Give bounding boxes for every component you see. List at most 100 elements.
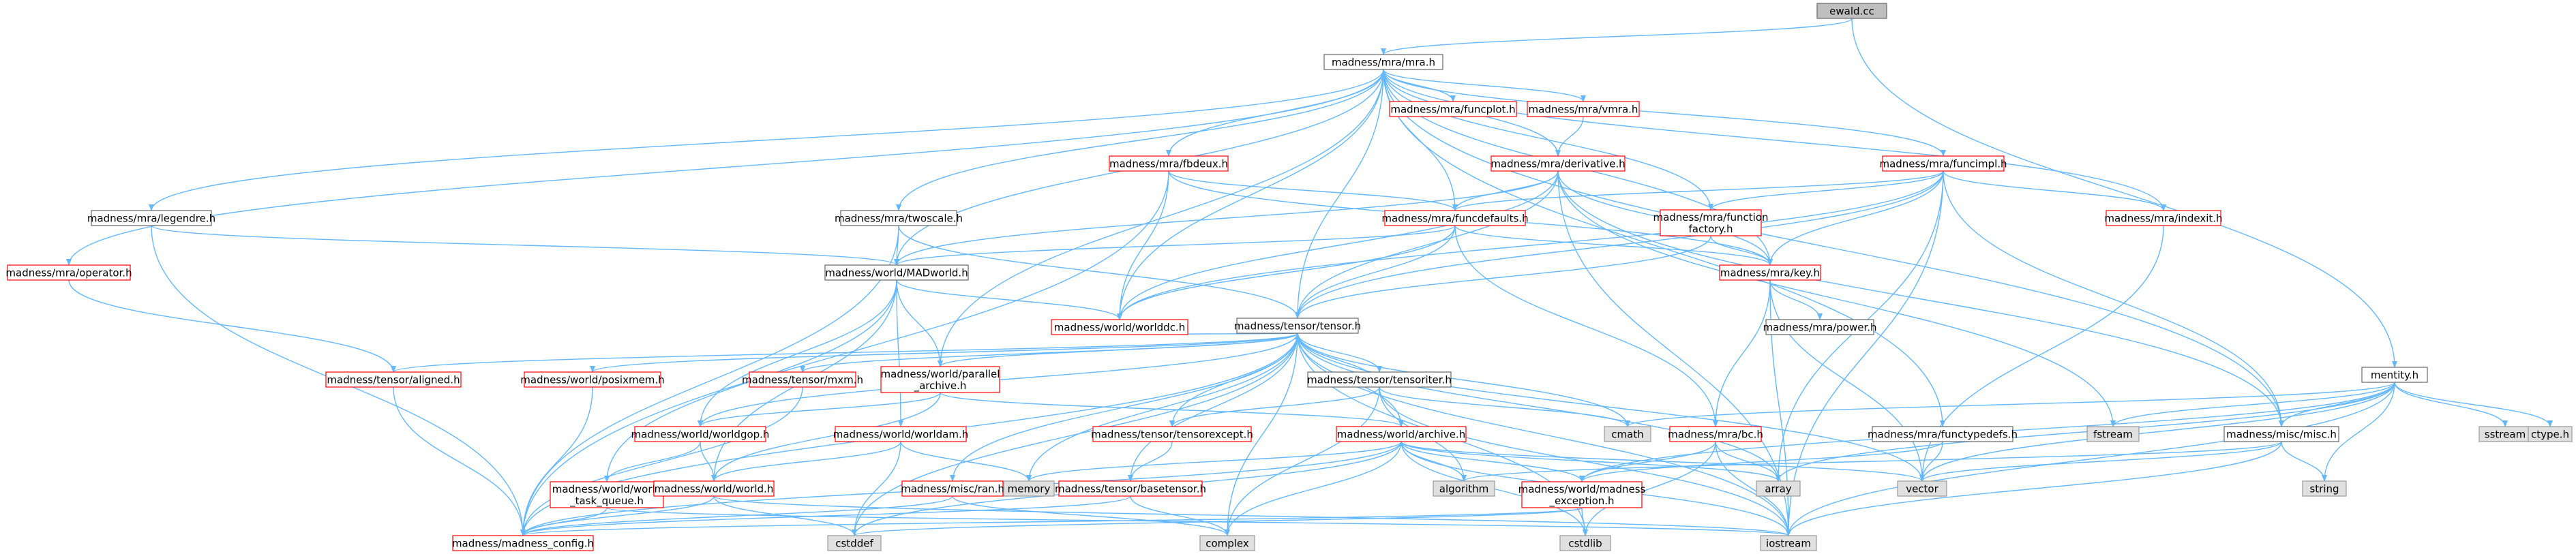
edge-worldgop-to-worldtq (604, 441, 701, 482)
node-ran[interactable]: madness/misc/ran.h (901, 480, 1004, 497)
node-mxm[interactable]: madness/tensor/mxm.h (742, 371, 863, 388)
node-funcdefaults[interactable]: madness/mra/funcdefaults.h (1381, 210, 1529, 226)
node-bc[interactable]: madness/mra/bc.h (1668, 426, 1763, 442)
node-madexc[interactable]: madness/world/madness_exception.h (1518, 481, 1646, 508)
node-legendre[interactable]: madness/mra/legendre.h (87, 210, 215, 226)
node-funcplot[interactable]: madness/mra/funcplot.h (1389, 101, 1517, 117)
edge-mentity-to-ctype (2394, 382, 2553, 427)
node-label-mra: madness/mra/mra.h (1332, 57, 1435, 69)
node-box-vmra (1527, 101, 1640, 117)
node-tensoriter[interactable]: madness/tensor/tensoriter.h (1307, 371, 1452, 388)
node-box-ran (901, 480, 1004, 497)
node-box-tensor (1236, 318, 1359, 334)
node-array: array (1756, 480, 1801, 497)
node-algorithm: algorithm (1433, 480, 1495, 497)
node-posixmem[interactable]: madness/world/posixmem.h (520, 371, 665, 388)
node-config[interactable]: madness/madness_config.h (452, 535, 594, 551)
edge-derivative-to-fstream (1557, 170, 2116, 427)
node-worldgop[interactable]: madness/world/worldgop.h (631, 426, 770, 442)
node-worlddc[interactable]: madness/world/worlddc.h (1051, 319, 1188, 335)
node-iostream: iostream (1760, 535, 1817, 551)
node-cstddef: cstddef (827, 535, 882, 551)
edge-funcfactory-to-tensor (1295, 235, 1711, 319)
node-box-mxm (749, 371, 856, 388)
edge-tensor-to-aligned (391, 333, 1298, 373)
node-label-operator: madness/mra/operator.h (5, 267, 132, 279)
node-power[interactable]: madness/mra/power.h (1763, 319, 1877, 335)
edge-tensor-to-parallel (938, 333, 1298, 367)
node-box-legendre (91, 210, 212, 226)
edge-mxm-to-config (520, 386, 803, 536)
node-derivative[interactable]: madness/mra/derivative.h (1491, 155, 1626, 172)
node-basetensor[interactable]: madness/tensor/basetensor.h (1055, 480, 1206, 497)
node-label-worlddc: madness/world/worlddc.h (1054, 322, 1185, 334)
edge-mra-to-indexit (1383, 69, 2166, 211)
edge-ran-to-complex (952, 495, 1230, 536)
node-fbdeux[interactable]: madness/mra/fbdeux.h (1109, 155, 1229, 172)
node-box-basetensor (1058, 480, 1203, 497)
node-cmath: cmath (1604, 426, 1651, 442)
edge-funcdefaults-to-worlddc (1117, 225, 1456, 320)
node-box-operator (7, 264, 131, 281)
node-label-twoscale: madness/mra/twoscale.h (835, 213, 963, 225)
edge-madworld-to-worlddc (896, 279, 1122, 320)
node-mentity[interactable]: mentity.h (2361, 367, 2428, 383)
node-world[interactable]: madness/world/world.h (653, 480, 775, 497)
edge-tensorexcept-to-basetensor (1128, 441, 1173, 482)
node-box-cmath (1604, 426, 1651, 442)
node-vmra[interactable]: madness/mra/vmra.h (1527, 101, 1640, 117)
node-label-funcfactory: madness/mra/function (1653, 211, 1768, 224)
edge-funcdefaults-to-madworld (894, 225, 1456, 266)
edge-mentity-to-iostream (1786, 382, 2395, 536)
node-operator[interactable]: madness/mra/operator.h (5, 264, 132, 281)
node-funcimpl[interactable]: madness/mra/funcimpl.h (1879, 155, 2007, 172)
node-box-key (1719, 264, 1821, 281)
node-worldam[interactable]: madness/world/worldam.h (833, 426, 968, 442)
node-label-cstdlib: cstdlib (1568, 538, 1602, 550)
node-label-bc: madness/mra/bc.h (1668, 429, 1763, 441)
node-archive[interactable]: madness/world/archive.h (1336, 426, 1467, 442)
edge-mentity-to-miscmisc (2279, 382, 2395, 427)
node-label-tensorexcept: madness/tensor/tensorexcept.h (1091, 429, 1253, 441)
node-label-mxm: madness/tensor/mxm.h (742, 374, 863, 386)
node-label-fbdeux: madness/mra/fbdeux.h (1109, 158, 1228, 170)
node-label-parallel: madness/world/parallel (881, 368, 1000, 380)
edge-legendre-to-madworld (151, 225, 899, 266)
node-mra[interactable]: madness/mra/mra.h (1323, 54, 1443, 70)
node-ewald[interactable]: ewald.cc (1816, 3, 1887, 19)
node-parallel[interactable]: madness/world/parallel_archive.h (880, 366, 1000, 393)
node-box-tensorexcept (1092, 426, 1252, 442)
node-label-mentity: mentity.h (2371, 369, 2418, 382)
edge-mra-to-funcimpl (1383, 69, 1946, 157)
node-box-archive (1336, 426, 1467, 442)
node-aligned[interactable]: madness/tensor/aligned.h (325, 371, 462, 388)
node-worldtq[interactable]: madness/world/world_task_queue.h (550, 481, 664, 508)
node-label-miscmisc: madness/misc/misc.h (2226, 429, 2337, 441)
node-twoscale[interactable]: madness/mra/twoscale.h (835, 210, 963, 226)
node-madworld[interactable]: madness/world/MADworld.h (824, 264, 969, 281)
node-box-funcimpl (1882, 155, 2005, 172)
node-box-world (653, 480, 775, 497)
edge-bc-to-cstdlib (1583, 441, 1716, 536)
edge-ewald-to-mentity (1851, 18, 2397, 368)
node-label-tensor: madness/tensor/tensor.h (1234, 320, 1361, 333)
node-key[interactable]: madness/mra/key.h (1719, 264, 1821, 281)
edge-mra-to-parallel (938, 69, 1384, 367)
node-label-fstream: fstream (2093, 429, 2133, 441)
node-miscmisc[interactable]: madness/misc/misc.h (2223, 426, 2339, 442)
node-label-tensoriter: madness/tensor/tensoriter.h (1307, 374, 1452, 386)
edge-bc-to-iostream (1715, 441, 1791, 536)
node-box-memory (1003, 480, 1055, 497)
node-tensorexcept[interactable]: madness/tensor/tensorexcept.h (1091, 426, 1253, 442)
node-indexit[interactable]: madness/mra/indexit.h (2104, 210, 2223, 226)
node-tensor[interactable]: madness/tensor/tensor.h (1234, 318, 1361, 334)
edge-mra-to-funcfactory (1383, 69, 1713, 211)
node-label-indexit: madness/mra/indexit.h (2104, 213, 2222, 225)
edge-miscmisc-to-vector (1919, 441, 2282, 482)
edge-funcdefaults-to-tensor (1295, 225, 1456, 319)
node-functypedefs[interactable]: madness/mra/functypedefs.h (1868, 426, 2018, 442)
node-box-ewald (1816, 3, 1887, 19)
edge-fbdeux-to-funcdefaults (1168, 170, 1458, 211)
node-box-mra (1323, 54, 1443, 70)
